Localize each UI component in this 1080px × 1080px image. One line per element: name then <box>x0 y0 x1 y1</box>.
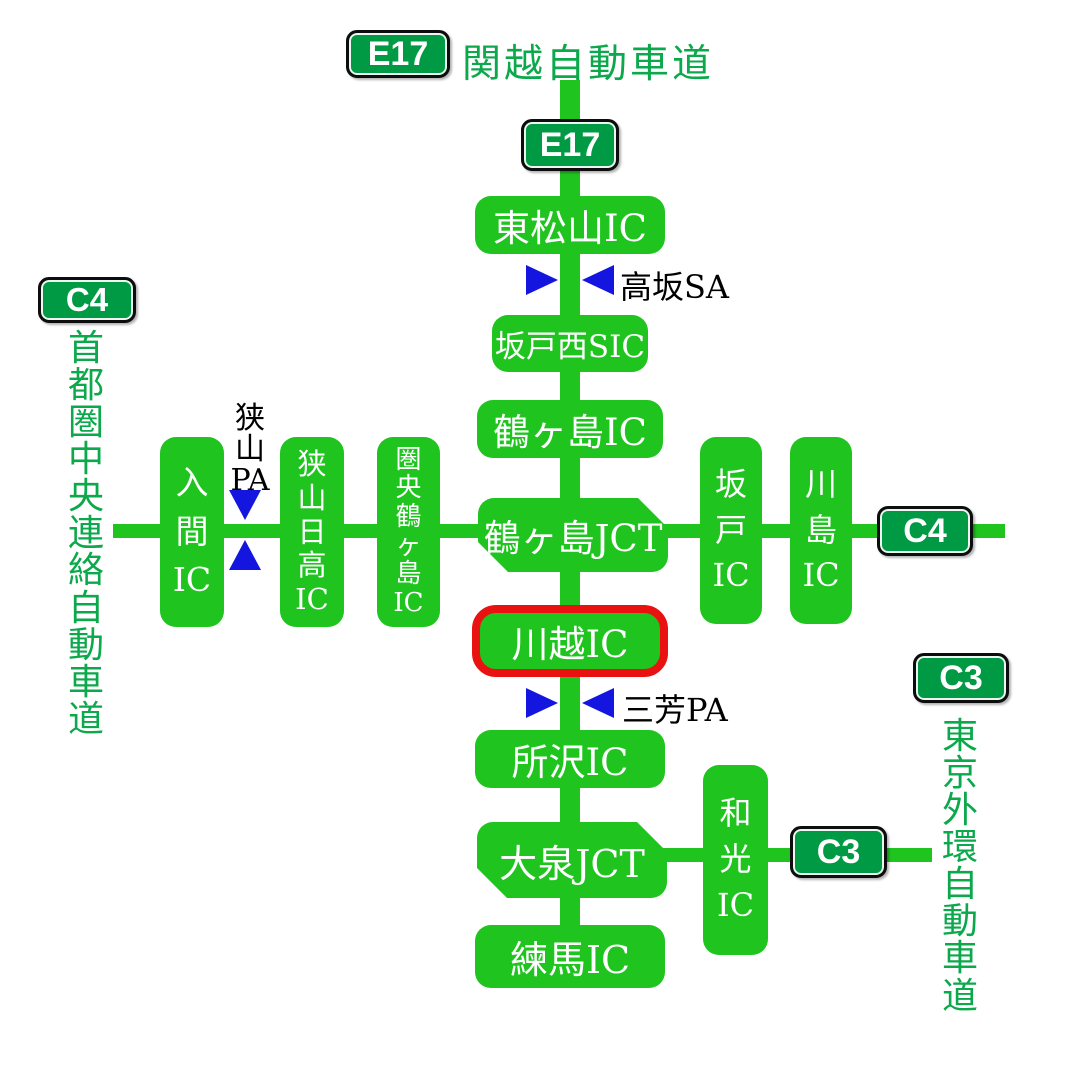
rest-area-arrow-down-icon <box>229 490 261 520</box>
rest-area-arrow-left-icon <box>582 265 614 295</box>
route-shield-c4-east: C4 <box>877 506 973 556</box>
gaikan-expressway-title: 東京外環自動車道 <box>941 716 978 1017</box>
route-shield-e17-line: E17 <box>521 119 619 171</box>
node-tsurugashima-ic: 鶴ヶ島IC <box>477 400 663 458</box>
kanetsu-expressway-title: 関越自動車道 <box>462 42 715 87</box>
node-sakado-nishi-sic: 坂戸西SIC <box>492 315 648 372</box>
route-shield-c4-west: C4 <box>38 277 136 323</box>
node-oizumi-jct: 大泉JCT <box>477 822 667 898</box>
miyoshi-pa-label: 三芳PA <box>622 691 728 729</box>
rest-area-arrow-right-icon <box>526 265 558 295</box>
route-shield-c3-label: C3 <box>913 653 1009 703</box>
node-higashimatsuyama-ic: 東松山IC <box>475 196 665 254</box>
node-nerima-ic: 練馬IC <box>475 925 665 988</box>
node-tsurugashima-jct: 鶴ヶ島JCT <box>478 498 668 572</box>
takasaka-sa-label: 高坂SA <box>620 268 730 306</box>
rest-area-arrow-left-icon <box>582 688 614 718</box>
rest-area-arrow-right-icon <box>526 688 558 718</box>
route-shield-e17-header: E17 <box>346 30 450 78</box>
node-kawagoe-ic-highlighted: 川越IC <box>472 605 668 677</box>
rest-area-arrow-up-icon <box>229 540 261 570</box>
route-shield-c3-line: C3 <box>790 826 887 878</box>
node-tokorozawa-ic: 所沢IC <box>475 730 665 788</box>
kenodo-expressway-title: 首都圏中央連絡自動車道 <box>67 328 104 740</box>
